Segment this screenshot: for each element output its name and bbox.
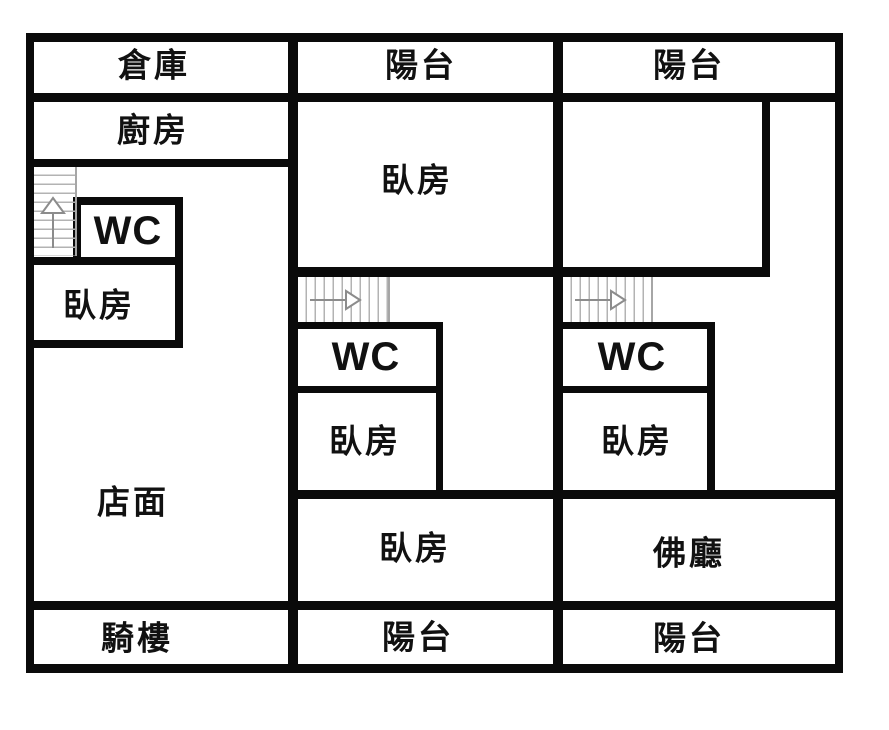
room-label-bedroom-left: 臥房 [63, 286, 135, 324]
wall-outer-left [26, 33, 34, 673]
wall-left-wc-top [73, 197, 183, 205]
room-label-shop: 店面 [97, 483, 169, 521]
wall-kitchen-bottom [26, 159, 288, 167]
room-label-balcony-mid-top: 陽台 [385, 46, 457, 84]
wall-left-wc-bed-right [175, 197, 183, 348]
wall-mid-wc-top [288, 322, 443, 329]
room-label-wc-left: WC [93, 209, 163, 253]
stairs-right-arrow-icon-right [575, 289, 627, 311]
room-label-balcony-right-bottom: 陽台 [653, 619, 725, 657]
wall-divider-middle-right [553, 33, 563, 673]
wall-right-wc-top [553, 322, 715, 329]
wall-outer-bottom [26, 664, 843, 673]
wall-left-bedroom-bottom [26, 340, 183, 348]
room-label-wc-middle: WC [331, 335, 401, 379]
room-label-balcony-mid-bottom: 陽台 [382, 618, 454, 656]
wall-mid-wc-bed-div [288, 386, 443, 393]
wall-outer-top [26, 33, 843, 42]
wall-lower-rooms-top [288, 490, 843, 499]
wall-right-block-right [707, 322, 715, 499]
wall-right-room-right [762, 95, 770, 277]
room-label-storage: 倉庫 [118, 46, 190, 84]
wall-mid-block-right [436, 322, 443, 499]
wall-right-wc-bed-div [553, 386, 715, 393]
wall-mid-bedroom-bottom [288, 267, 770, 277]
room-label-balcony-right-top: 陽台 [653, 46, 725, 84]
room-label-arcade: 騎樓 [101, 619, 173, 657]
wall-left-wc-left [73, 197, 81, 262]
room-label-bedroom-right-small: 臥房 [601, 422, 673, 460]
room-label-bedroom-mid-top: 臥房 [381, 161, 453, 199]
wall-top-row-bottom [26, 93, 843, 102]
room-label-wc-right: WC [597, 335, 667, 379]
room-label-buddha-hall: 佛廳 [653, 534, 725, 572]
room-label-kitchen: 廚房 [117, 111, 189, 149]
stairs-up-arrow-icon [40, 196, 66, 248]
wall-outer-right [835, 33, 843, 673]
wall-divider-left-middle [288, 33, 298, 673]
wall-arcade-top [26, 601, 843, 610]
room-label-bedroom-mid-small: 臥房 [329, 422, 401, 460]
room-label-bedroom-mid-bottom: 臥房 [379, 529, 451, 567]
stairs-right-arrow-icon-middle [310, 289, 362, 311]
wall-left-bedroom-top [26, 257, 183, 265]
